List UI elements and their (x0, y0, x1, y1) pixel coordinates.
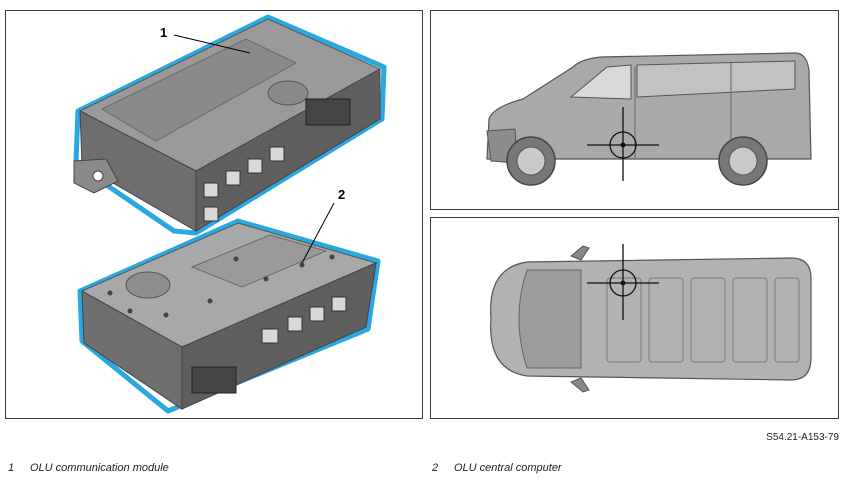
legend-text: OLU communication module (30, 462, 169, 474)
van-side-view (486, 52, 812, 186)
callout-1: 1 (160, 25, 168, 40)
reference-code: S54.21-A153-79 (766, 432, 839, 443)
location-crosshair-side (587, 107, 659, 181)
location-crosshair-top (587, 244, 659, 320)
olu-central-computer (77, 218, 381, 414)
olu-communication-module (73, 14, 387, 236)
components-panel: 1 2 (5, 10, 423, 419)
legend-text: OLU central computer (454, 462, 562, 474)
leader-line-1 (173, 34, 251, 54)
leader-line-2 (301, 202, 335, 264)
legend-number: 1 (8, 462, 15, 474)
legend-number: 2 (432, 462, 439, 474)
van-side-view-panel (430, 10, 839, 210)
legend-item-2: 2 OLU central computer (432, 462, 562, 474)
van-top-view (490, 244, 812, 393)
modules-illustration (73, 14, 387, 414)
van-top-view-panel (430, 217, 839, 419)
legend-item-1: 1 OLU communication module (8, 462, 169, 474)
callout-2: 2 (338, 187, 346, 202)
